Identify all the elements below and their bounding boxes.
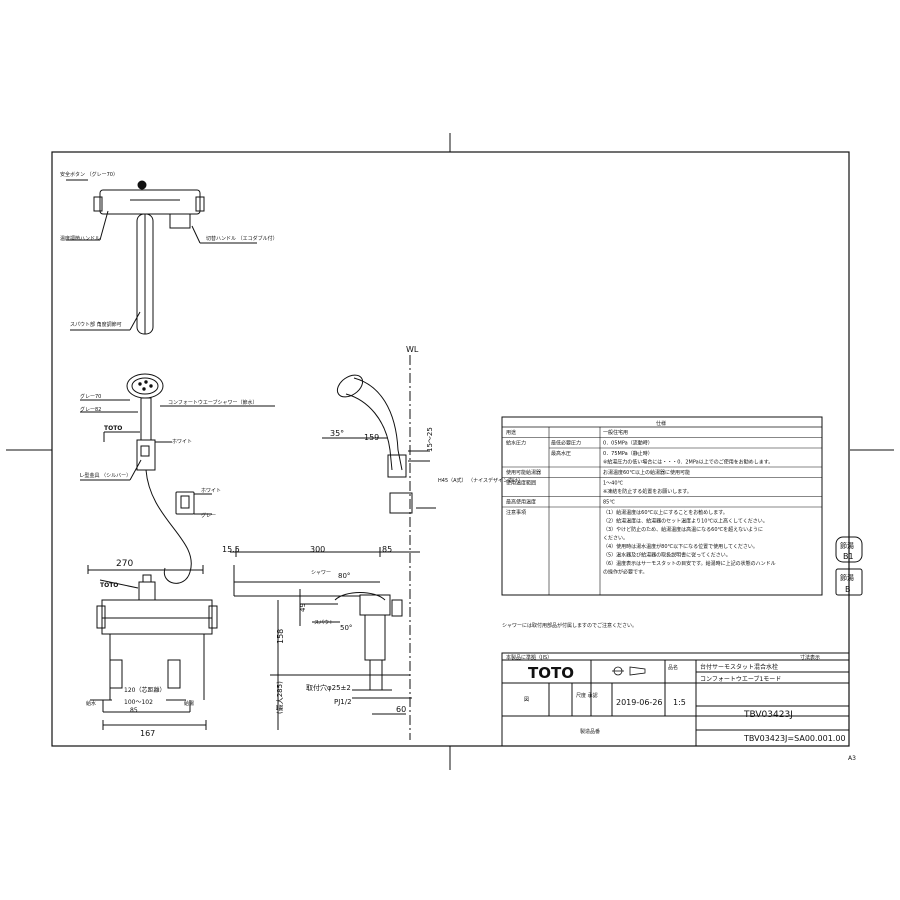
spec-key: 使用温度範囲 [506,480,536,487]
pj-label: PJ1/2 [334,698,352,706]
projection-symbol-icon [612,666,646,676]
hot-label: 給湯 [184,700,194,707]
dim-159: 159 [364,433,379,442]
spout-label: スパウト部 角度調節可 [70,321,122,328]
badge-b: 節湯 B [835,568,863,596]
toto-mark-label: TOTO [104,425,122,432]
tb-product-sub: コンフォートウエーブ1モード [700,675,781,683]
spec-value: お湯温度60℃以上の給湯器に使用可能 [603,469,690,476]
tb-note: 製造品番 [580,728,600,735]
spec-value: 85℃ [603,500,615,506]
angle-35: 35° [330,429,344,438]
hook-label: L-型金具 （シルバー） [80,472,131,479]
spec-value: （2）給湯温度は、給湯器のセット温度より10℃以上高くしてください。 [603,518,768,525]
tb-name-label: 品名 [668,664,678,671]
badge-b1-top: 節湯 [840,541,854,550]
spec-table-header: 仕様 [656,420,666,427]
temp-handle-label: 温度調節ハンドル [60,235,100,242]
h45-label: H45（A式） （ナイスデザイン向け） [438,477,523,484]
shower-head-front-view [80,373,275,584]
spec-value: 1～40℃ [603,481,624,487]
wl-label: WL [406,345,419,354]
top-view [66,179,257,335]
title-block [501,652,850,747]
spec-key: 注意事項 [506,509,526,516]
gray-label: グレー [201,512,216,519]
sheet-size-code: A3 [848,755,856,762]
dim-285: (最大285) [275,681,284,714]
spec-value: ※凍結を防止する処置をお願いします。 [603,488,692,495]
front-view [87,565,218,730]
tb-right-top: 寸法表示 [800,654,820,661]
badge-b-bottom: B [845,585,851,594]
water-label: 給水 [86,700,96,707]
spec-value: ください。 [603,535,628,542]
angle-80: 80° [338,572,350,580]
tb-model: TBV03423J [743,710,793,720]
dim-85-front: 85 [130,707,138,714]
tb-drawn-label: 図 [524,697,529,703]
dim-158: 158 [276,629,285,644]
note-bottom: シャワーには取付用部品が付属しますのでご注意ください。 [502,622,637,629]
spec-value: 0．05MPa（流動時） [603,440,653,447]
spec-key: 最高使用温度 [506,499,536,506]
spec-value: （1）給湯温度は60℃以上にすることをお勧めします。 [603,509,728,516]
spout-word: スパウト [314,619,334,626]
badge-b1-bottom: B1 [843,552,854,561]
spec-value: （6）温度表示はサーモスタットの目安です。給湯時に上記の状態のハンドル [603,560,776,567]
front-toto-label: TOTO [100,582,118,589]
spec-value: ※給湯圧力の低い場合には・・・0．2MPa以上でのご使用をお勧めします。 [603,459,773,466]
dim-15-25: 15～25 [426,427,434,452]
hole-label: 取付穴φ25±2 [306,683,351,692]
spec-value: 一般住宅用 [603,429,628,436]
white2-label: ホワイト [201,488,221,494]
badge-b-top: 節湯 [840,573,854,582]
tb-left-top: 本製品に準拠（JIS） [506,654,552,661]
dim-49: 49 [299,603,307,612]
spec-key: 用途 [506,429,516,436]
spec-subkey: 最低必要圧力 [551,440,581,447]
switch-handle-label: 切替ハンドル （エコダブル付） [206,235,278,242]
tb-scale: 1:5 [673,698,686,707]
registration-marks [6,133,894,770]
spec-value: （3）やけど防止のため、給湯温度は高温になる60℃を超えないように [603,526,763,533]
dim-270: 270 [116,559,133,569]
white-label: ホワイト [172,439,192,445]
tb-drawing-no: TBV03423J=SA00.001.00 [743,734,846,743]
badge-b1: 節湯 B1 [835,536,863,563]
dim-60: 60 [396,705,406,714]
side-view [230,355,436,740]
safety-button-label: 安全ボタン （グレー70） [60,171,118,178]
gray82-label: グレー82 [80,406,101,413]
tb-date: 2019-06-26 [616,698,663,707]
toto-logo: TOTO [528,664,574,682]
tb-check-label: 尺度 承認 [576,692,598,699]
dim-167: 167 [140,729,155,738]
dim-85-side: 85 [382,545,392,554]
dim-300: 300 [310,545,325,554]
shower-name-label: コンフォートウエーブシャワー（節水） [168,399,258,406]
spec-value: の操作が必要です。 [603,569,648,576]
drawing-frame [51,151,850,747]
spec-subkey: 最高水圧 [551,450,571,457]
spec-key: 給水圧力 [506,440,526,447]
tb-product-name: 台付サーモスタット混合水栓 [700,663,778,671]
dim-120: 120（芯距離） [124,686,165,694]
dim-15-5: 15.5 [222,545,240,554]
shower-word: シャワー [311,570,331,576]
spec-value: 0．75MPa（静止時） [603,450,653,457]
spec-key: 使用可能給湯器 [506,469,541,476]
angle-50: 50° [340,624,352,632]
spec-value: （5）温水器及び給湯器の取扱説明書に従ってください。 [603,552,731,559]
dim-100: 100～102 [124,699,153,706]
spec-value: （4）使用時は湯水温度が80℃以下になる位置で使用してください。 [603,543,758,550]
gray70-label: グレー70 [80,393,101,400]
